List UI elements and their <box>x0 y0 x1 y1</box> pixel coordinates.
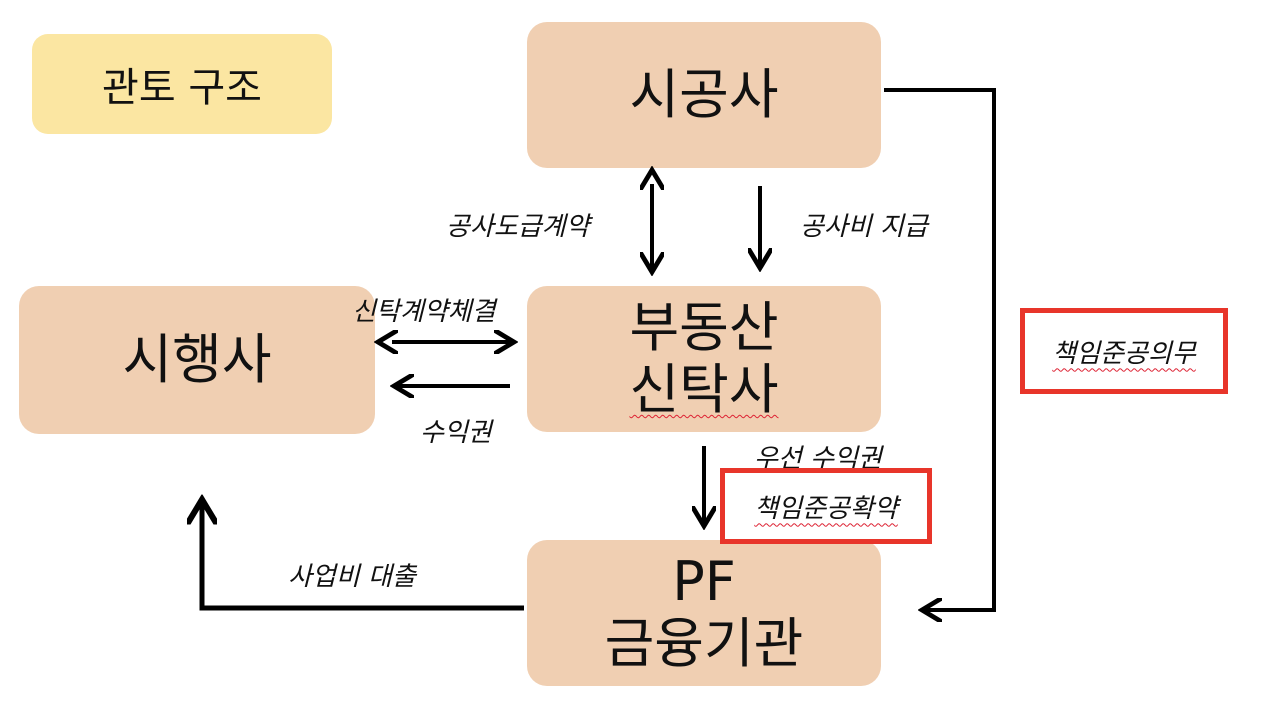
highlight-completion-confirmation: 책임준공확약 <box>720 468 932 544</box>
label-construction-contract: 공사도급계약 <box>446 212 590 242</box>
label-completion-confirmation: 책임준공확약 <box>754 493 898 524</box>
node-trust-line2: 신탁사 <box>629 358 779 421</box>
node-pf-line2: 금융기관 <box>604 612 804 675</box>
node-pf-lender: PF 금융기관 <box>527 540 881 686</box>
node-developer: 시행사 <box>19 286 375 434</box>
node-trust-company: 부동산 신탁사 <box>527 286 881 432</box>
node-contractor-label: 시공사 <box>629 63 779 126</box>
node-contractor: 시공사 <box>527 22 881 168</box>
arrow-loan-to-developer <box>202 502 524 611</box>
label-beneficial-right: 수익권 <box>420 418 492 448</box>
arrow-guarantee-loop <box>884 88 996 610</box>
highlight-completion-duty: 책임준공의무 <box>1020 308 1228 394</box>
label-completion-duty: 책임준공의무 <box>1052 338 1196 369</box>
node-developer-label: 시행사 <box>122 328 272 391</box>
label-construction-payment: 공사비 지급 <box>800 212 928 242</box>
label-trust-contract: 신탁계약체결 <box>352 297 496 327</box>
label-business-loan: 사업비 대출 <box>288 562 416 592</box>
diagram-title: 관토 구조 <box>32 34 332 134</box>
node-pf-line1: PF <box>672 550 736 613</box>
diagram-title-text: 관토 구조 <box>102 65 262 111</box>
node-trust-line1: 부동산 <box>629 296 779 359</box>
